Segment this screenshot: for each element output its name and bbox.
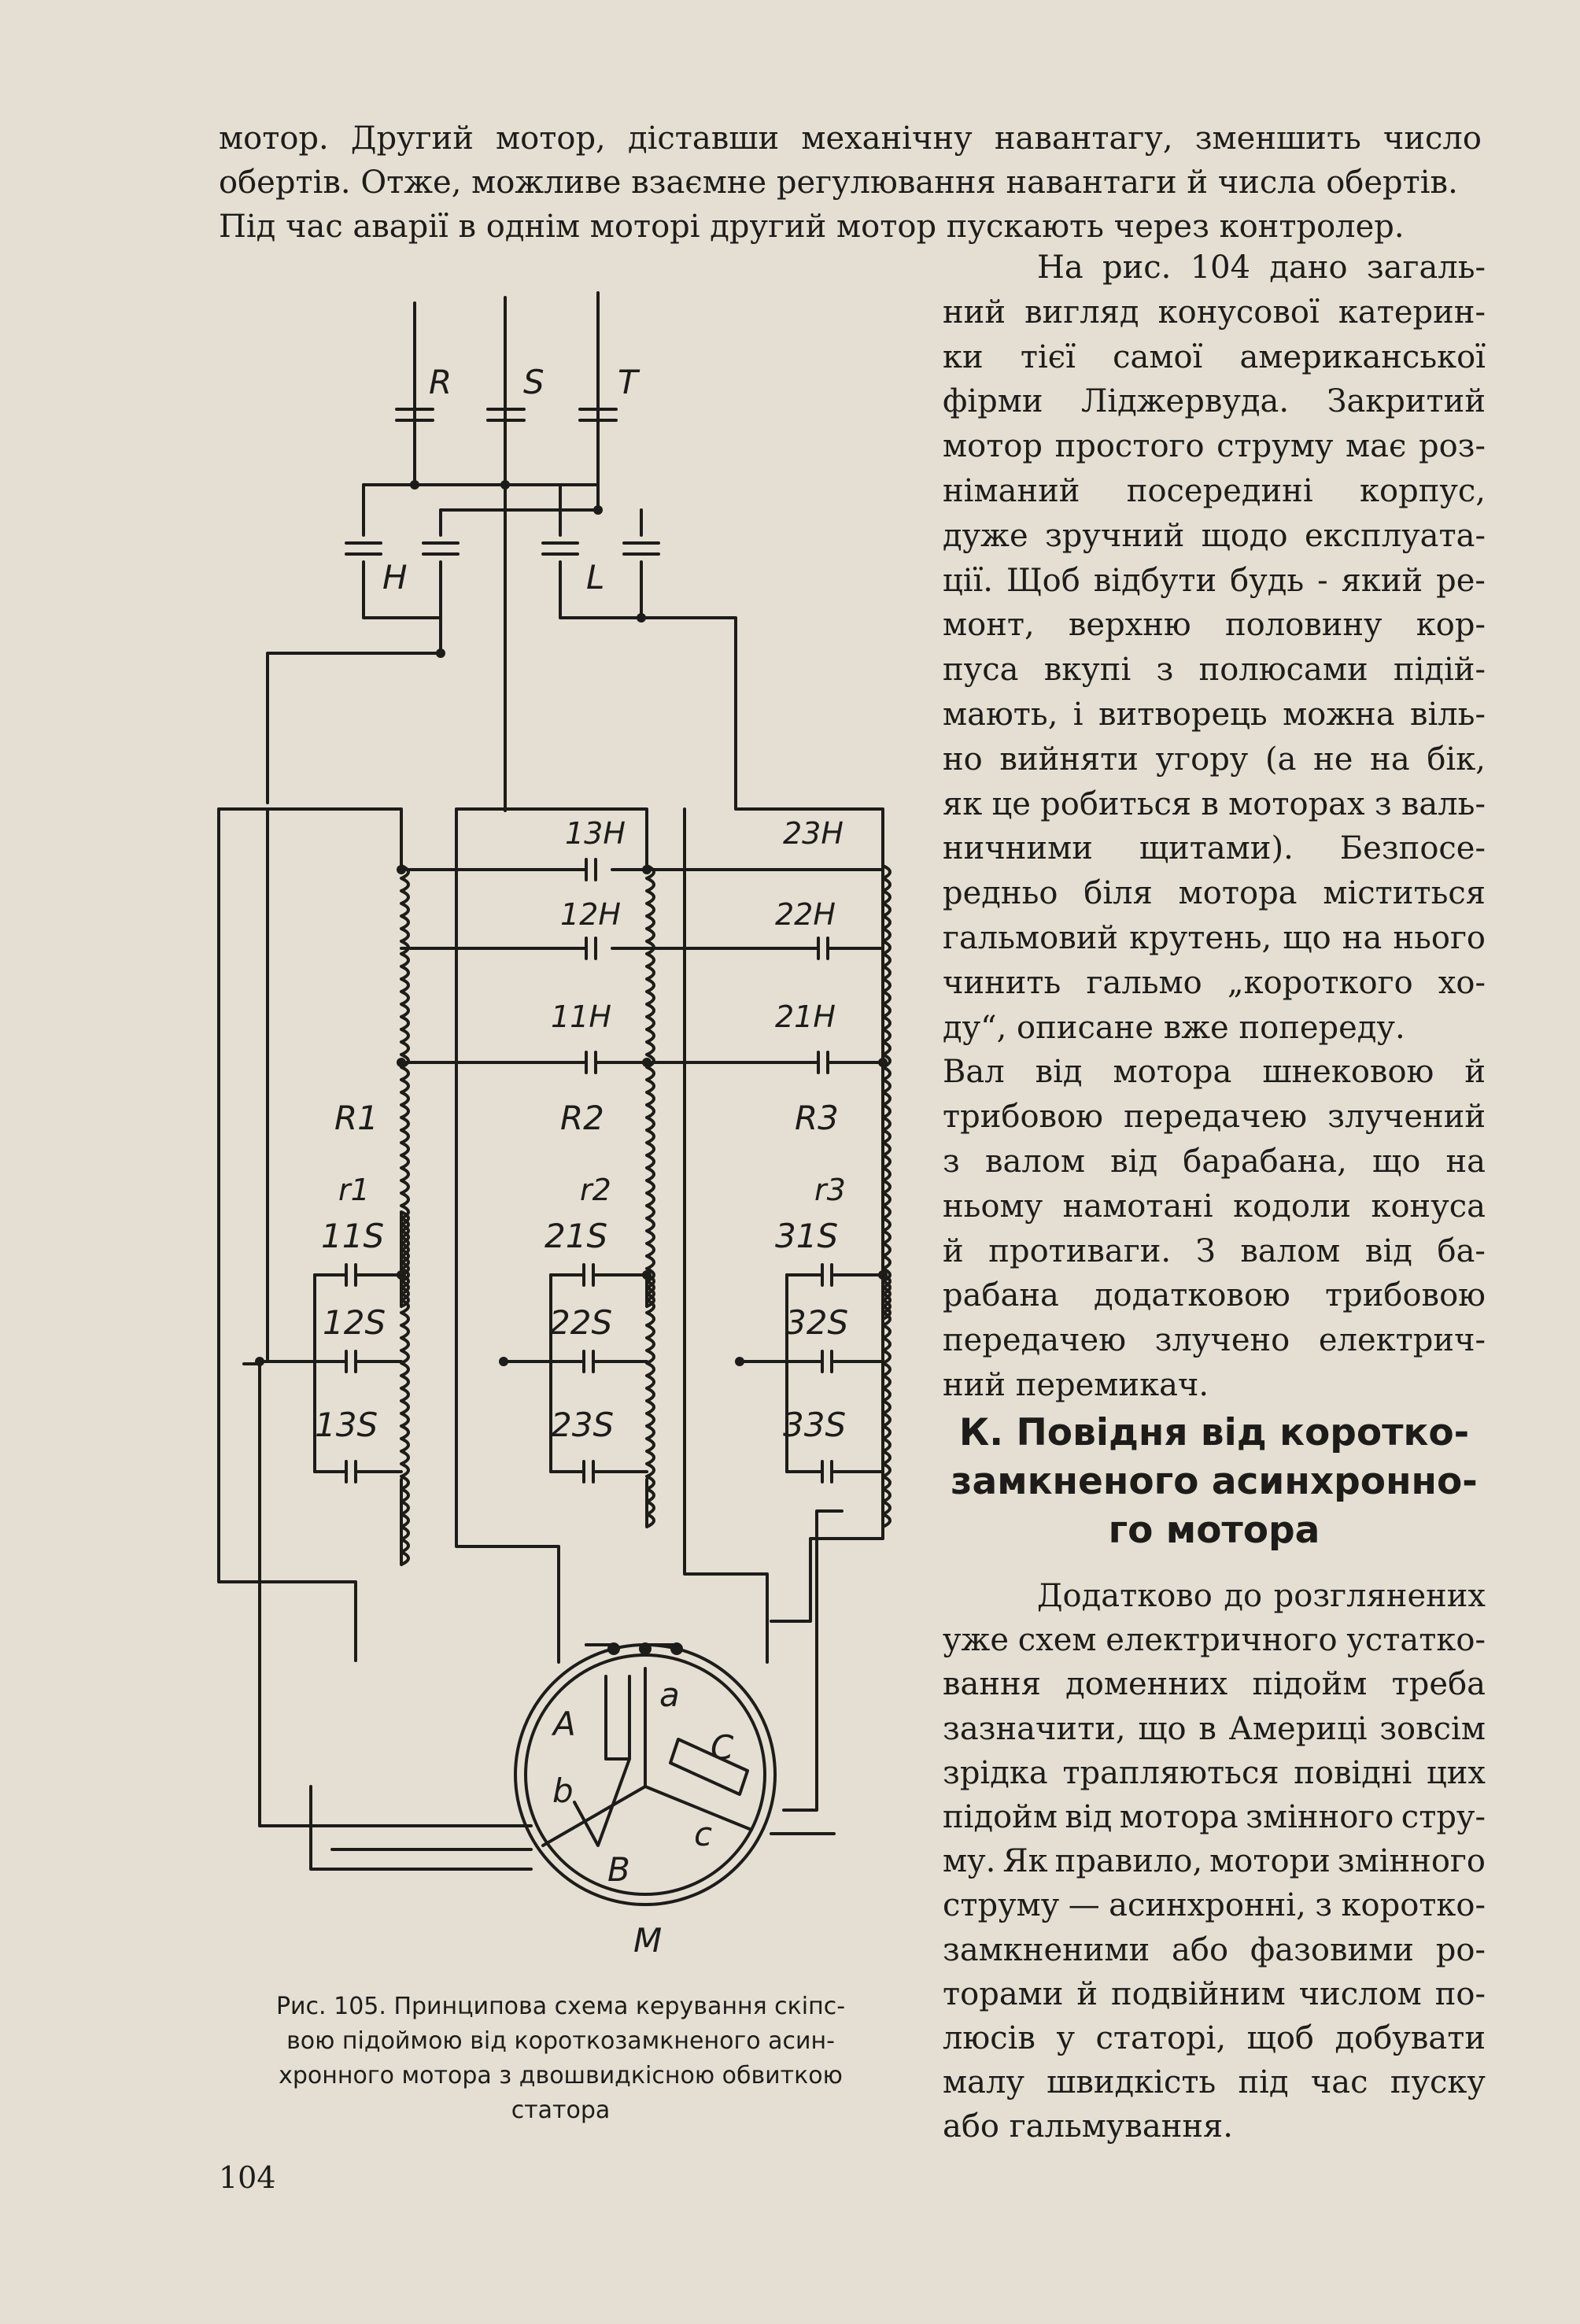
label-12H: 12H xyxy=(560,897,621,932)
label-H: H xyxy=(382,558,408,597)
intro-lines-line: обертів. Отже, можливе взаємне регулюван… xyxy=(219,164,1458,201)
label-R: R xyxy=(429,363,452,401)
figure-caption: Рис. 105. Принципова схема керування скі… xyxy=(212,1990,909,2128)
right-column-lines-line: ду“, описане вже попереду. xyxy=(943,1009,1405,1046)
intro-lines-line: Під час аварії в однім моторі другий мот… xyxy=(219,209,1405,245)
label-R1: R1 xyxy=(334,1099,378,1137)
label-b-upper: b xyxy=(552,1772,574,1810)
label-r2: r2 xyxy=(580,1173,611,1207)
label-R2: R2 xyxy=(560,1099,604,1137)
label-31S: 31S xyxy=(775,1217,838,1255)
label-11H: 11H xyxy=(551,999,611,1034)
label-32S: 32S xyxy=(785,1303,848,1342)
label-11S: 11S xyxy=(321,1217,384,1255)
label-a: a xyxy=(659,1676,680,1714)
label-B: B xyxy=(607,1850,630,1889)
caption-line: вою підоймою від короткозамкненого асин- xyxy=(286,2027,835,2055)
section-heading-line: го мотора xyxy=(1108,1509,1320,1552)
label-23S: 23S xyxy=(551,1406,614,1444)
section-heading-line: замкненого асинхронно- xyxy=(951,1460,1478,1503)
label-L: L xyxy=(586,558,604,597)
label-R3: R3 xyxy=(795,1099,839,1137)
label-S: S xyxy=(523,363,545,401)
label-23H: 23H xyxy=(783,816,844,851)
label-C: C xyxy=(711,1728,734,1767)
label-22H: 22H xyxy=(775,897,836,932)
label-13S: 13S xyxy=(315,1406,378,1444)
label-33S: 33S xyxy=(783,1406,846,1444)
label-r1: r1 xyxy=(338,1173,370,1207)
section-heading-line: К. Повідня від коротко- xyxy=(958,1411,1470,1454)
right-column-lines-line: ний перемикач. xyxy=(943,1367,1209,1403)
label-13H: 13H xyxy=(565,816,626,851)
label-M: M xyxy=(633,1921,662,1960)
caption-line: статора xyxy=(511,2097,611,2124)
label-r3: r3 xyxy=(814,1173,846,1207)
label-21H: 21H xyxy=(775,999,836,1034)
label-22S: 22S xyxy=(549,1303,612,1342)
label-c: c xyxy=(694,1815,712,1853)
label-A: A xyxy=(551,1705,576,1743)
label-T: T xyxy=(618,363,640,401)
caption-line: Рис. 105. Принципова схема керування скі… xyxy=(275,1993,846,2020)
section-lines-line: або гальмування. xyxy=(943,2108,1234,2145)
label-21S: 21S xyxy=(545,1217,607,1255)
page-number: 104 xyxy=(219,2160,276,2195)
label-12S: 12S xyxy=(323,1303,386,1342)
caption-line: хронного мотора з двошвидкісною обвиткою xyxy=(279,2062,843,2089)
